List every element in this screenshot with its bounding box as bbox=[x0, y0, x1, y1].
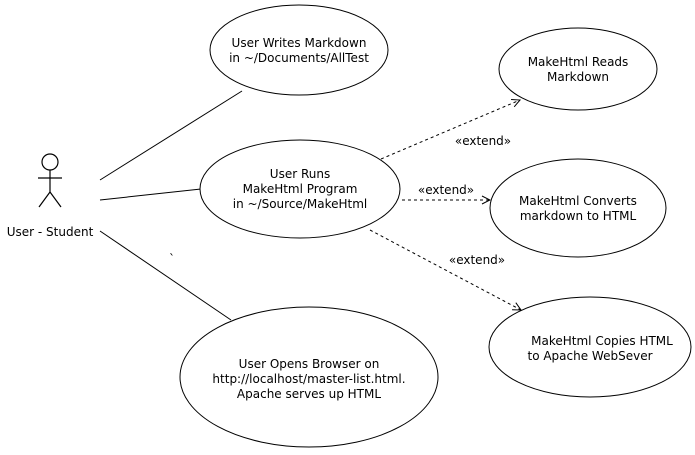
use-case-copies-html: MakeHtml Copies HTML to Apache WebSever bbox=[488, 296, 692, 398]
use-case-converts-line-1: MakeHtml Converts bbox=[519, 194, 637, 208]
actor-label: User - Student bbox=[7, 225, 94, 239]
extend-label-reads: «extend» bbox=[455, 134, 511, 148]
use-case-browser-line-3: Apache serves up HTML bbox=[237, 387, 381, 401]
use-case-converts-markdown: MakeHtml Converts markdown to HTML bbox=[489, 158, 667, 258]
use-case-browser-line-2: http://localhost/master-list.html. bbox=[212, 372, 405, 386]
assoc-writes bbox=[99, 90, 243, 181]
stray-mark: ` bbox=[169, 252, 175, 266]
actor-right-leg bbox=[49, 191, 62, 208]
actor-left-leg bbox=[38, 191, 51, 208]
use-case-copies-line-2: to Apache WebSever bbox=[527, 349, 652, 363]
use-case-writes-line-2: in ~/Documents/AllTest bbox=[229, 51, 369, 65]
use-case-converts-line-2: markdown to HTML bbox=[520, 209, 637, 223]
actor-head bbox=[41, 153, 59, 171]
assoc-browser bbox=[99, 230, 232, 321]
extend-line-reads bbox=[380, 100, 520, 160]
use-case-runs-line-3: in ~/Source/MakeHtml bbox=[233, 197, 367, 211]
use-case-runs-line-2: MakeHtml Program bbox=[243, 182, 358, 196]
use-case-reads-line-2: Markdown bbox=[547, 70, 609, 84]
use-case-reads-markdown: MakeHtml Reads Markdown bbox=[498, 27, 658, 111]
use-case-browser-line-1: User Opens Browser on bbox=[239, 357, 380, 371]
use-case-runs-makehtml: User Runs MakeHtml Program in ~/Source/M… bbox=[199, 139, 401, 239]
assoc-runs bbox=[99, 188, 202, 201]
use-case-copies-line-1: MakeHtml Copies HTML bbox=[531, 334, 673, 348]
use-case-reads-line-1: MakeHtml Reads bbox=[528, 55, 629, 69]
extend-label-copies: «extend» bbox=[449, 253, 505, 267]
extend-label-converts: «extend» bbox=[418, 183, 474, 197]
use-case-writes-markdown: User Writes Markdown in ~/Documents/AllT… bbox=[209, 4, 389, 96]
actor-student: User - Student bbox=[7, 153, 94, 239]
use-case-writes-line-1: User Writes Markdown bbox=[232, 36, 367, 50]
use-case-opens-browser: User Opens Browser on http://localhost/m… bbox=[179, 306, 439, 448]
extend-line-copies bbox=[369, 229, 521, 310]
use-case-runs-line-1: User Runs bbox=[270, 167, 330, 181]
